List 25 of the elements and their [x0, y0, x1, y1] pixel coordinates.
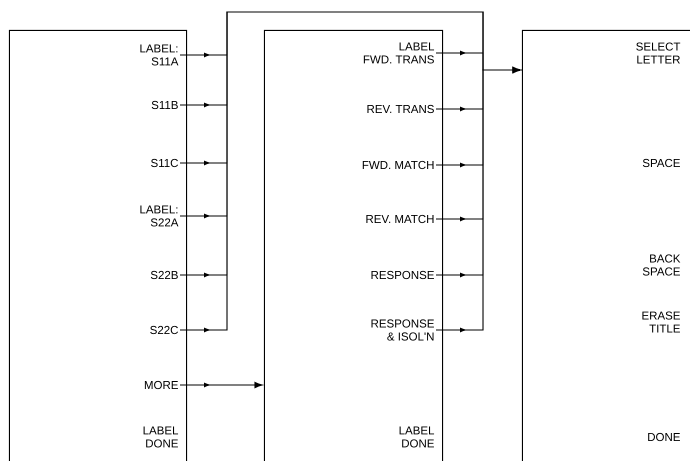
menu-panel	[522, 30, 690, 461]
arrow	[436, 66, 521, 332]
softkey-label: REV. MATCH	[366, 214, 434, 224]
softkey-label: LABEL FWD. TRANS	[364, 42, 434, 64]
softkey-label: SPACE	[642, 158, 680, 168]
softkey-label: S11B	[152, 100, 178, 110]
softkey-label: RESPONSE & ISOL'N	[372, 319, 434, 341]
softkey-label: LABEL: S11A	[140, 44, 178, 66]
softkey-label: FWD. MATCH	[362, 160, 434, 170]
softkey-label: DONE	[648, 432, 680, 442]
softkey-label: LABEL: S22A	[140, 206, 178, 226]
softkey-label: MORE	[144, 380, 178, 390]
softkey-label: S22B	[150, 270, 178, 280]
softkey-label: S22C	[150, 326, 178, 334]
softkey-label: S11C	[151, 158, 178, 168]
softkey-label: RESPONSE	[372, 270, 434, 280]
softkey-label: SELECT LETTER	[636, 42, 680, 64]
softkey-label: REV. TRANS	[367, 104, 434, 114]
arrow	[180, 382, 263, 388]
softkey-label: BACK SPACE	[642, 254, 680, 276]
menu-panel	[8, 30, 188, 461]
softkey-label: LABEL DONE	[400, 426, 434, 448]
menu-panel	[264, 30, 444, 461]
softkey-label: LABEL DONE	[144, 426, 178, 448]
softkey-label: ERASE TITLE	[642, 312, 680, 333]
